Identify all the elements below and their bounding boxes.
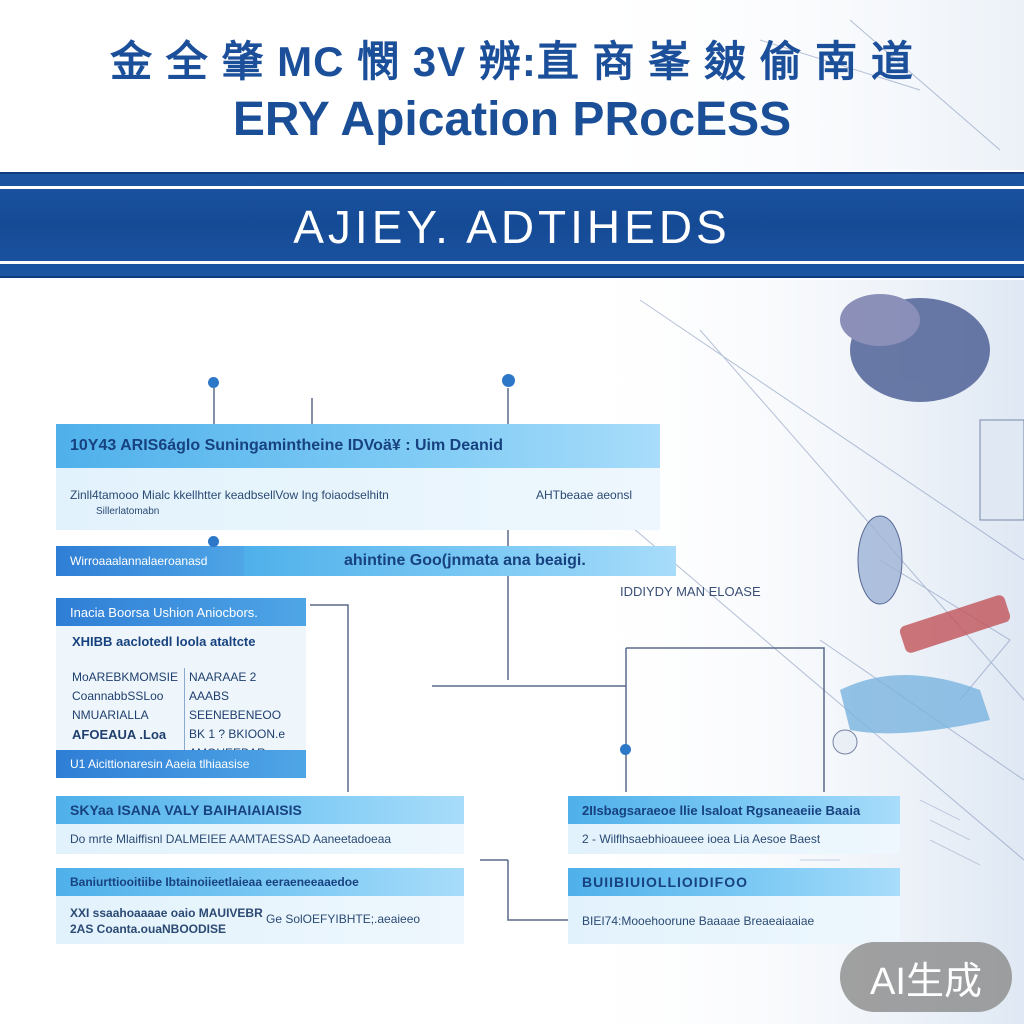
flow-box-1-body: Zinll4tamooo Mialc kkellhtter keadbsellV… <box>56 468 660 530</box>
info-panel-item: BK 1 ? BKIOON.e <box>189 727 286 741</box>
flow-box-left-b-body: XXI ssaahoaaaae oaio MAUIVEBR 2AS Coanta… <box>56 896 464 944</box>
section-banner: AJIEY. ADTIHEDS <box>0 172 1024 278</box>
flow-box-right-a-title: 2IIsbagsaraeoe llie lsaloat Rgsaneaeiie … <box>568 796 900 824</box>
info-panel-item: AFOEAUA .Loa <box>72 727 167 742</box>
page-title-chinese: 金 全 肇 MC 憫 3V 辨:直 商 峯 皴 偷 南 道 <box>110 38 914 85</box>
flow-box-1-subtext: Sillerlatomabn <box>96 506 160 517</box>
flow-box-left-b-title: Baniurttiooitiibe Ibtainoiieetlaieaa eer… <box>56 868 464 896</box>
connector-dot <box>502 374 515 387</box>
flow-box-left-b-right: Ge SolOEFYIBHTE;.aeaieeo <box>266 912 421 926</box>
side-note: IDDIYDY MAN ELOASE <box>620 584 761 599</box>
flow-box-right-b-title: BUIIBIUIOLLIOIDIFOO <box>568 868 900 896</box>
connector-dot <box>620 744 631 755</box>
info-panel-item: NMUARIALLA <box>72 708 149 722</box>
flow-box-left-a-body: Do mrte Mlaiffisnl DALMEIEE AAMTAESSAD A… <box>56 824 464 854</box>
info-panel-item: NAARAAE 2 <box>189 670 257 684</box>
flow-bar-2-title: ahintine Goo(jnmata ana beaigi. <box>244 546 676 576</box>
info-panel-line: XHIBB aaclotedl loola ataltcte <box>72 634 256 649</box>
info-panel-item: AAABS <box>189 689 230 703</box>
banner-text: AJIEY. ADTIHEDS <box>293 201 731 253</box>
flow-box-1-text-right: AHTbeaae aeonsl <box>536 488 633 502</box>
info-panel: Inacia Boorsa Ushion Aniocbors. XHIBB aa… <box>56 598 306 778</box>
info-panel-col-right: NAARAAE 2 AAABS SEENEBENEOO BK 1 ? BKIOO… <box>184 668 309 763</box>
flow-box-left-b-line: XXI ssaahoaaaae oaio MAUIVEBR <box>70 906 263 920</box>
flow-box-1-text: Zinll4tamooo Mialc kkellhtter keadbsellV… <box>70 488 389 502</box>
info-panel-item: CoannabbSSLoo <box>72 689 164 703</box>
flow-box-1-title: 10Y43 ARIS6áglo Suningamintheine IDVoä¥ … <box>56 424 660 468</box>
connector-dot <box>208 377 219 388</box>
connector-dot <box>208 536 219 547</box>
info-panel-item: MoAREBKMOMSIE <box>72 670 179 684</box>
info-panel-item: SEENEBENEOO <box>189 708 282 722</box>
flow-box-left-a-title: SKYaa ISANA VALY BAIHAIAIAISIS <box>56 796 464 824</box>
page-title-english: ERY Apication PRocESS <box>232 93 792 146</box>
info-panel-footer: U1 Aicittionaresin Aaeia tlhiaasise <box>56 750 306 778</box>
flow-box-right-a-body: 2 - Wilflhsaebhioaueee ioea Lia Aesoe Ba… <box>568 824 900 854</box>
flow-bar-2-left: Wirroaaalannalaeroanasd <box>56 546 244 576</box>
info-panel-col-left: MoAREBKMOMSIE CoannabbSSLoo NMUARIALLA A… <box>72 668 182 744</box>
info-panel-title: Inacia Boorsa Ushion Aniocbors. <box>56 598 306 626</box>
ai-generated-badge: AI生成 <box>840 942 1012 1012</box>
flow-box-right-b-body: BIEI74:Mooehoorune Baaaae Breaeaiaaiae <box>568 896 900 944</box>
flow-box-left-b-line: 2AS Coanta.ouaNBOODISE <box>70 922 227 936</box>
